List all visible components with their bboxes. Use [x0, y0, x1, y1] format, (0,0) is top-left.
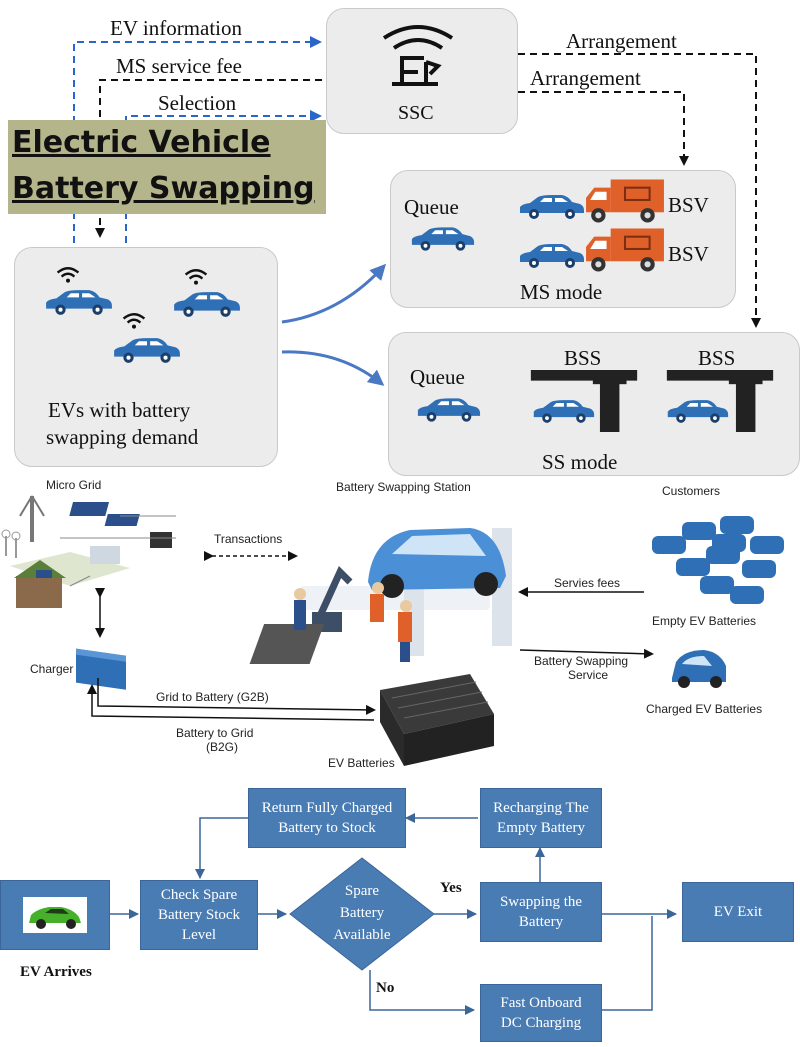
- evs-line1: EVs with battery: [48, 398, 191, 422]
- arrangement-2-arrow: [518, 91, 689, 166]
- ssc-icon: [382, 25, 454, 86]
- no-arrow: [369, 970, 475, 1015]
- spare-line1: Spare: [344, 883, 380, 899]
- no-label: No: [376, 980, 395, 996]
- micro-grid-icon: [1, 495, 176, 608]
- bss-1-label: BSS: [564, 346, 602, 370]
- transactions-label: Transactions: [214, 532, 283, 546]
- swapping-box: Swapping the Battery: [480, 882, 602, 942]
- fast-to-exit-arrow: [600, 916, 653, 1011]
- middle-art: [1, 495, 784, 766]
- evs-line2: swapping demand: [46, 425, 199, 449]
- ms-service-fee-label: MS service fee: [116, 54, 242, 78]
- title-line2: Battery Swapping: [12, 171, 315, 206]
- recharge-line2: Empty Battery: [497, 820, 585, 836]
- spare-label: Spare Battery Available: [318, 880, 406, 946]
- title-line1: Electric Vehicle: [12, 125, 271, 160]
- to-ms-mode-arrow: [281, 263, 387, 324]
- bsv-1-label: BSV: [668, 193, 709, 217]
- ms-queue-label: Queue: [404, 195, 459, 219]
- ss-queue-label: Queue: [410, 365, 465, 389]
- station-icon: [249, 528, 512, 664]
- green-car-icon: [23, 897, 87, 933]
- charger-label: Charger: [30, 662, 74, 676]
- return-to-stock-box: Return Fully Charged Battery to Stock: [248, 788, 406, 848]
- exit-label: EV Exit: [713, 904, 763, 920]
- swap-service-line2: Service: [568, 668, 609, 682]
- swapping-service-arrow: [519, 648, 654, 659]
- arrangement-1-arrow: [518, 53, 761, 328]
- swap-line2: Battery: [518, 914, 564, 930]
- b2g-arrow: [87, 684, 375, 721]
- spare-diamond: [289, 857, 435, 971]
- title-box: Electric Vehicle Battery Swapping: [8, 120, 326, 214]
- recharging-box: Recharging The Empty Battery: [480, 788, 602, 848]
- ev-arrives-label: EV Arrives: [20, 964, 92, 980]
- fast-line2: DC Charging: [500, 1015, 582, 1031]
- bss-2-label: BSS: [698, 346, 736, 370]
- g2b-label: Grid to Battery (G2B): [156, 690, 269, 704]
- selection-label: Selection: [158, 91, 237, 115]
- arrangement-2-label: Arrangement: [530, 66, 641, 90]
- bsv-2-label: BSV: [668, 242, 709, 266]
- arrangement-1-label: Arrangement: [566, 29, 677, 53]
- yes-label: Yes: [440, 880, 462, 896]
- swap-line1: Swapping the: [499, 894, 583, 910]
- charged-batteries-label: Charged EV Batteries: [646, 702, 763, 716]
- g2b-arrow: [97, 678, 376, 715]
- spare-line3: Available: [333, 927, 391, 943]
- b2g-line2: (B2G): [206, 740, 239, 754]
- ev-battery-stack-icon: [380, 674, 494, 766]
- services-fees-label: Servies fees: [554, 576, 621, 590]
- customers-label: Customers: [662, 484, 721, 498]
- ss-mode-label: SS mode: [542, 450, 618, 474]
- swap-service-line1: Battery Swapping: [534, 654, 629, 668]
- fast-line1: Fast Onboard: [500, 995, 582, 1011]
- flow-connectors: [108, 813, 677, 1015]
- ssc-label: SSC: [398, 102, 434, 124]
- micro-grid-label: Micro Grid: [46, 478, 102, 492]
- charger-icon: [76, 648, 126, 690]
- ev-exit-box: EV Exit: [682, 882, 794, 942]
- return-line2: Battery to Stock: [278, 820, 376, 836]
- evs-panel: [14, 247, 278, 467]
- spare-line2: Battery: [339, 905, 385, 921]
- recharge-line1: Recharging The: [493, 800, 589, 816]
- ms-mode-label: MS mode: [520, 280, 603, 304]
- check-line2: Battery Stock: [157, 907, 241, 923]
- check-line3: Level: [181, 927, 217, 943]
- check-line1: Check Spare: [160, 887, 238, 903]
- charged-car-icon: [672, 650, 726, 688]
- to-ss-mode-arrow: [281, 350, 385, 386]
- return-line1: Return Fully Charged: [261, 800, 393, 816]
- ev-information-label: EV information: [110, 16, 243, 40]
- ev-arrives-box: [0, 880, 110, 950]
- ev-batteries-label: EV Batteries: [328, 756, 395, 770]
- customer-cars-icon: [652, 516, 784, 604]
- fast-charging-box: Fast Onboard DC Charging: [480, 984, 602, 1042]
- empty-batteries-label: Empty EV Batteries: [652, 614, 757, 628]
- check-stock-box: Check Spare Battery Stock Level: [140, 880, 258, 950]
- station-label: Battery Swapping Station: [336, 480, 471, 494]
- b2g-line1: Battery to Grid: [176, 726, 254, 740]
- return-to-check-arrow: [195, 817, 248, 879]
